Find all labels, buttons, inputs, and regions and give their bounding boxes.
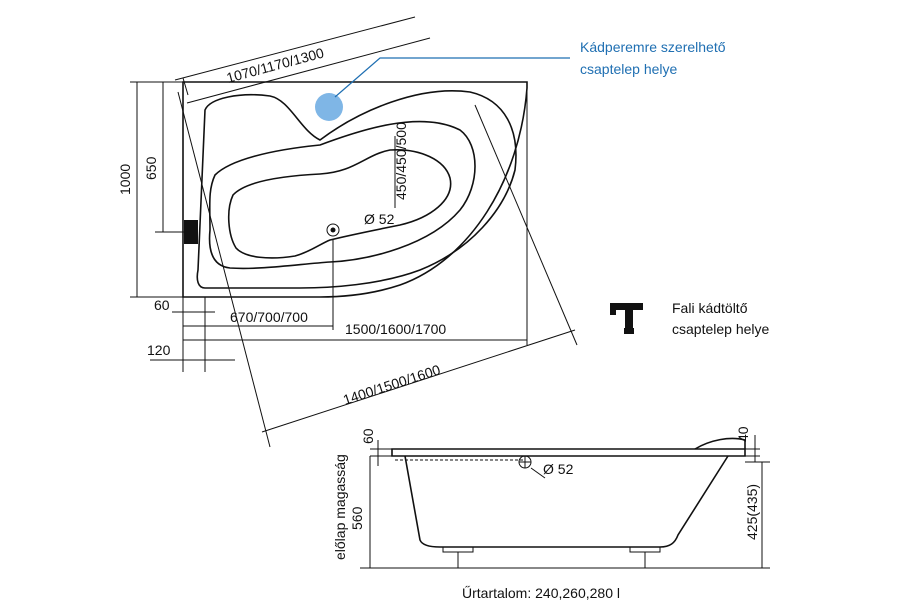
side-front-panel-label: előlap magasság <box>332 454 348 560</box>
dim-1000: 1000 <box>117 164 133 195</box>
dim-120: 120 <box>147 342 171 358</box>
dim-650: 650 <box>143 156 159 180</box>
wall-faucet-icon <box>610 303 643 334</box>
side-dim-560: 560 <box>349 506 365 530</box>
deck-faucet-note-line1: Kádperemre szerelhető <box>580 39 726 55</box>
dim-drain-top: Ø 52 <box>364 211 395 227</box>
tub-inner-contour-1 <box>196 90 517 289</box>
dim-diag-bottom: 1400/1500/1600 <box>341 361 442 408</box>
dim-670: 670/700/700 <box>230 309 308 325</box>
dim-1500: 1500/1600/1700 <box>345 321 446 337</box>
side-drain-label: Ø 52 <box>543 461 574 477</box>
notes: Kádperemre szerelhető csaptelep helye Fa… <box>580 39 770 337</box>
tub-basin <box>227 149 452 259</box>
deck-faucet-position-icon <box>315 93 343 121</box>
wall-faucet-marker-icon <box>184 220 198 244</box>
dim-450: 450/450/500 <box>393 122 409 200</box>
drain-icon <box>326 223 340 237</box>
side-capacity: Űrtartalom: 240,260,280 l <box>462 585 620 601</box>
dim-60-plan: 60 <box>154 297 170 313</box>
wall-faucet-note-line2: csaptelep helye <box>672 321 770 337</box>
plan-view: 1070/1170/1300 1000 650 450/450/500 Ø 52… <box>117 16 578 448</box>
side-dim-60: 60 <box>360 428 376 444</box>
side-view: Ø 52 60 560 előlap magasság 40 425(435) … <box>332 426 770 601</box>
deck-faucet-leader <box>334 57 570 98</box>
tub-inner-contour-2 <box>208 120 476 270</box>
side-rim <box>391 448 746 457</box>
side-dim-425: 425(435) <box>744 484 760 540</box>
wall-faucet-note-line1: Fali kádtöltő <box>672 300 748 316</box>
tub-outer-rim <box>182 81 528 298</box>
side-body <box>404 455 729 548</box>
deck-faucet-note-line2: csaptelep helye <box>580 61 678 77</box>
side-dim-40: 40 <box>735 426 751 442</box>
